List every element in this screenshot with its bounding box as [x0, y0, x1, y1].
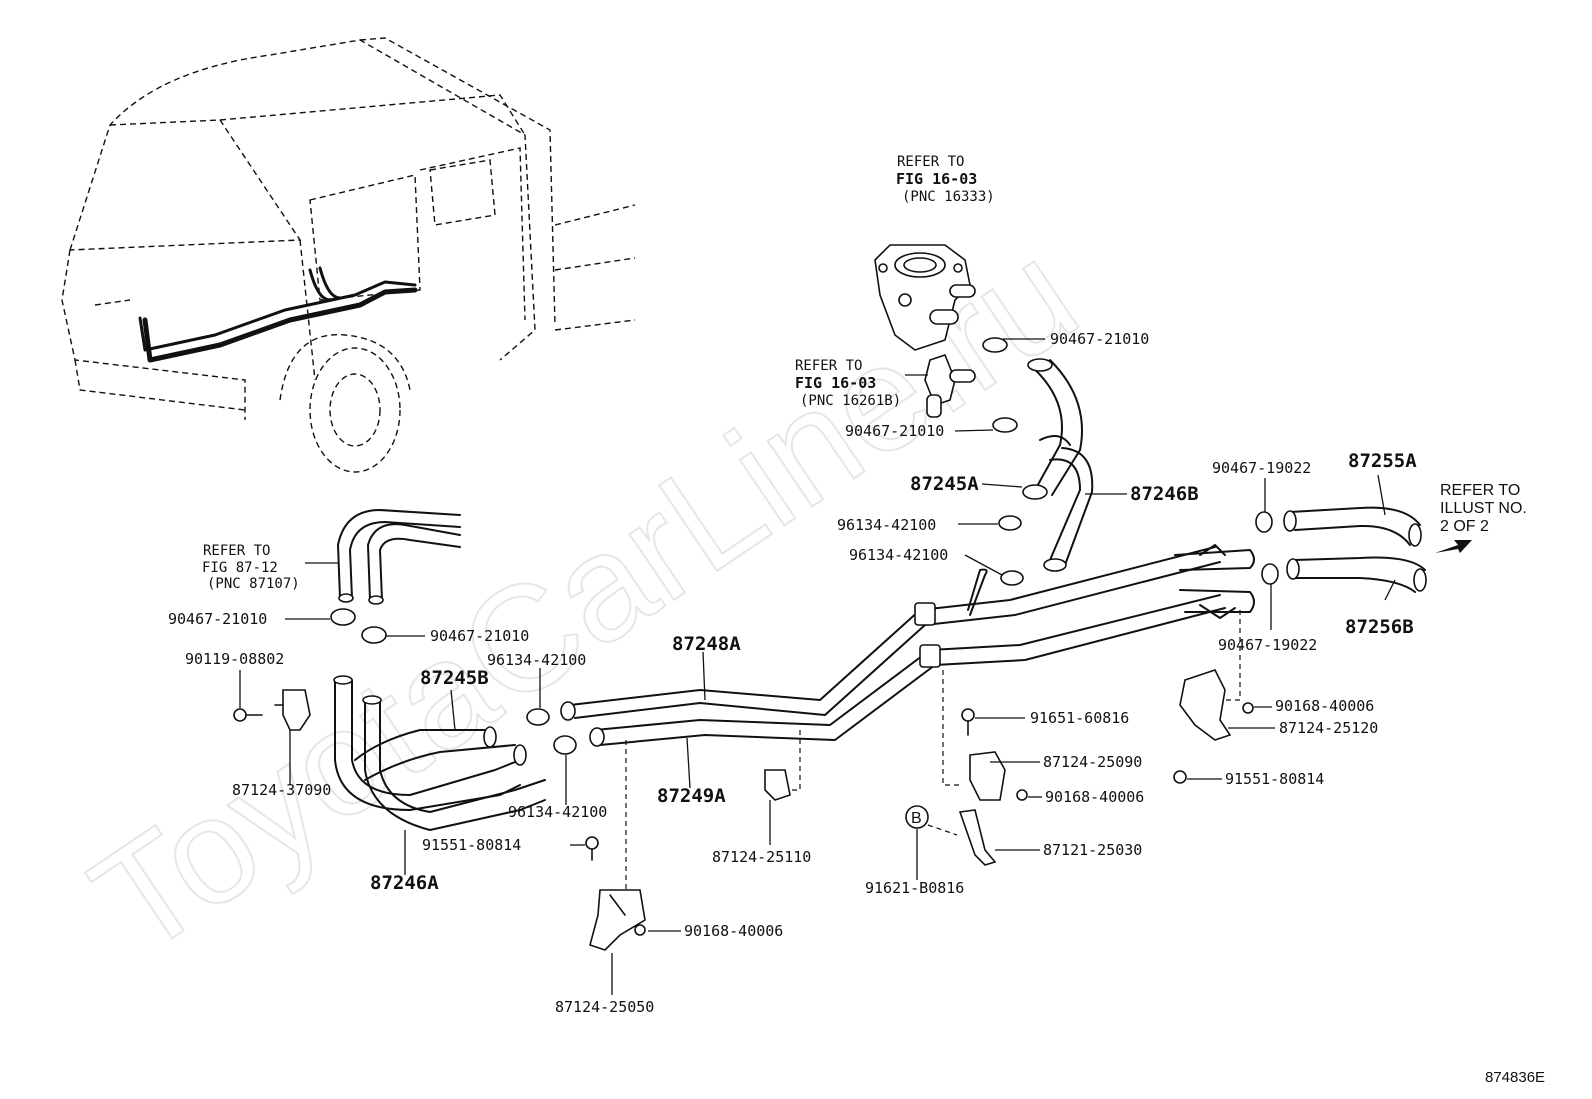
callout-87124-37090: 87124-37090 — [232, 781, 331, 799]
marker-b — [905, 805, 929, 829]
callout-90467-19022: 90467-19022 — [1212, 459, 1311, 477]
callout-96134-42100: 96134-42100 — [487, 651, 586, 669]
hose-87255A — [1283, 506, 1422, 547]
water-outlet-fitting — [924, 354, 976, 418]
heater-pipe-87249A — [589, 589, 1255, 747]
callout-90467-21010: 90467-21010 — [1050, 330, 1149, 348]
hose-clamp-icon — [1255, 511, 1273, 533]
hose-clamp-icon — [553, 735, 577, 755]
hose-clamp-icon — [1261, 563, 1279, 585]
callout-90467-21010: 90467-21010 — [430, 627, 529, 645]
leader-lines — [239, 338, 1396, 995]
truck-outline — [61, 37, 636, 473]
clip-87124-25110 — [764, 769, 791, 801]
hose-87245B-87246A — [333, 675, 546, 831]
svg-text:2 OF 2: 2 OF 2 — [1440, 518, 1489, 535]
callout-87256B: 87256B — [1345, 616, 1414, 638]
callout-90467-21010: 90467-21010 — [168, 610, 267, 628]
callout-96134-42100: 96134-42100 — [508, 803, 607, 821]
pipe-clip-icon — [914, 602, 941, 668]
hose-clamp-icon — [361, 626, 387, 644]
arrow-right-icon — [1435, 540, 1472, 553]
hose-clamp-icon — [982, 337, 1024, 586]
callout-87124-25050: 87124-25050 — [555, 998, 654, 1016]
hose-87246B — [1043, 447, 1094, 572]
bracket-87124-37090 — [274, 689, 311, 731]
bracket-87124-25050 — [585, 836, 646, 951]
callout-90168-40006: 90168-40006 — [1275, 697, 1374, 715]
svg-text:FIG 87-12: FIG 87-12 — [202, 560, 278, 576]
svg-text:(PNC 87107): (PNC 87107) — [207, 576, 300, 592]
callout-87246A: 87246A — [370, 872, 439, 894]
callout-87255A: 87255A — [1348, 450, 1417, 472]
callout-87124-25120: 87124-25120 — [1279, 719, 1378, 737]
svg-text:ILLUST NO.: ILLUST NO. — [1440, 500, 1527, 517]
heater-pipe-87248A — [560, 544, 1255, 721]
heater-unit-pipes — [337, 509, 461, 605]
hose-87256B — [1286, 556, 1427, 593]
callout-90168-40006: 90168-40006 — [1045, 788, 1144, 806]
callout-96134-42100: 96134-42100 — [849, 546, 948, 564]
ref-illust: REFER TO ILLUST NO. 2 OF 2 — [1440, 482, 1527, 535]
ref-water-outlet: REFER TO FIG 16-03 (PNC 16261B) — [795, 358, 901, 409]
bolt-icon — [233, 708, 263, 722]
ref-heater-unit: REFER TO FIG 87-12 (PNC 87107) — [202, 543, 300, 592]
thermostat-housing — [874, 244, 976, 351]
callout-87245A: 87245A — [910, 473, 979, 495]
hose-clamp-icon — [526, 708, 550, 726]
svg-text:REFER TO: REFER TO — [203, 543, 270, 559]
svg-text:(PNC 16261B): (PNC 16261B) — [800, 393, 901, 409]
hose-87245A — [1022, 358, 1083, 500]
callout-87121-25030: 87121-25030 — [1043, 841, 1142, 859]
callout-91551-80814: 91551-80814 — [1225, 770, 1324, 788]
dashed-guides — [625, 610, 1241, 890]
figure-code: 874836E — [1485, 1069, 1545, 1086]
bracket-87124-25090 — [961, 708, 1028, 801]
callout-87245B: 87245B — [420, 667, 489, 689]
callout-90168-40006: 90168-40006 — [684, 922, 783, 940]
svg-text:REFER TO: REFER TO — [1440, 482, 1520, 499]
bracket-87121-25030 — [958, 809, 997, 866]
callout-87248A: 87248A — [672, 633, 741, 655]
svg-text:FIG 16-03: FIG 16-03 — [896, 170, 977, 188]
callout-91551-80814: 91551-80814 — [422, 836, 521, 854]
callout-87124-25110: 87124-25110 — [712, 848, 811, 866]
callout-90119-08802: 90119-08802 — [185, 650, 284, 668]
bracket-87124-25120 — [1173, 669, 1254, 784]
marker-b-label: B — [911, 810, 922, 827]
hose-clamp-icon — [330, 608, 356, 626]
callout-87124-25090: 87124-25090 — [1043, 753, 1142, 771]
svg-text:(PNC 16333): (PNC 16333) — [902, 189, 995, 205]
callout-87246B: 87246B — [1130, 483, 1199, 505]
ref-thermostat: REFER TO FIG 16-03 (PNC 16333) — [896, 154, 995, 205]
callout-90467-19022: 90467-19022 — [1218, 636, 1317, 654]
svg-text:REFER TO: REFER TO — [795, 358, 862, 374]
svg-text:FIG 16-03: FIG 16-03 — [795, 374, 876, 392]
callout-91621-B0816: 91621-B0816 — [865, 879, 964, 897]
callout-96134-42100: 96134-42100 — [837, 516, 936, 534]
svg-text:REFER TO: REFER TO — [897, 154, 964, 170]
callout-87249A: 87249A — [657, 785, 726, 807]
callout-90467-21010: 90467-21010 — [845, 422, 944, 440]
callout-91651-60816: 91651-60816 — [1030, 709, 1129, 727]
